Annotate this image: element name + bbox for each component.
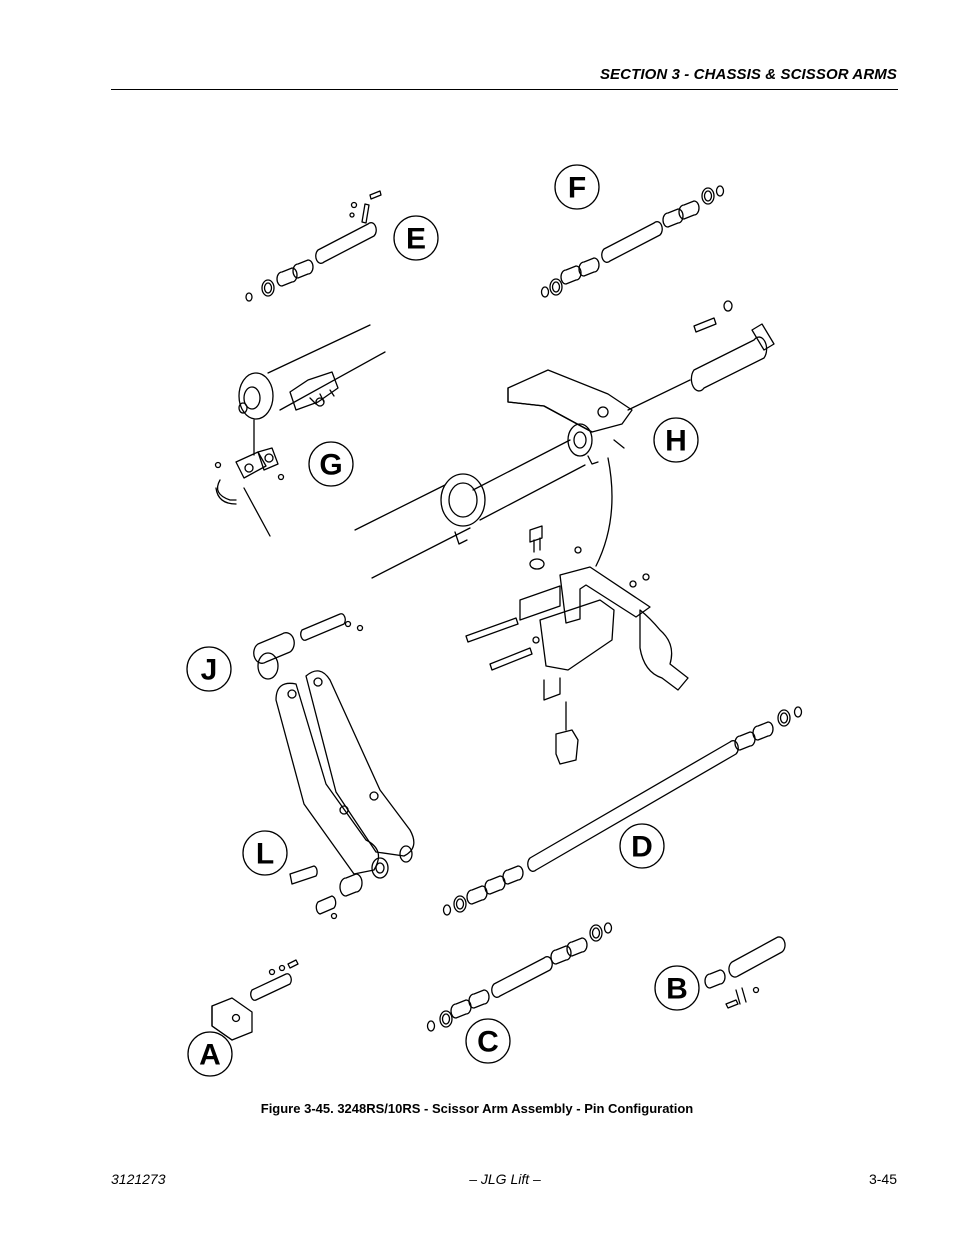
callout-g: G xyxy=(308,441,354,487)
callout-e: E xyxy=(393,215,439,261)
doc-number: 3121273 xyxy=(111,1171,166,1187)
pin-set-j xyxy=(253,613,364,680)
callout-labels: E F G H J L D B C A xyxy=(186,164,700,1077)
pin-set-b xyxy=(704,936,786,1009)
callout-b: B xyxy=(654,965,700,1011)
svg-text:F: F xyxy=(568,172,586,205)
svg-text:C: C xyxy=(477,1026,499,1059)
figure-caption: Figure 3-45. 3248RS/10RS - Scissor Arm A… xyxy=(260,1101,694,1116)
pin-set-e xyxy=(245,190,382,302)
pin-set-f xyxy=(540,185,725,298)
pin-set-c xyxy=(426,922,613,1032)
svg-text:G: G xyxy=(319,449,342,482)
callout-f: F xyxy=(554,164,600,210)
svg-text:L: L xyxy=(256,838,274,871)
page-number: 3-45 xyxy=(868,1171,897,1187)
pin-set-a xyxy=(211,959,299,1041)
svg-text:A: A xyxy=(199,1039,221,1072)
callout-l: L xyxy=(242,830,288,876)
main-tube-h-bracket xyxy=(354,300,775,579)
svg-text:E: E xyxy=(406,223,426,256)
callout-c: C xyxy=(465,1018,511,1064)
callout-h: H xyxy=(653,417,699,463)
header-rule xyxy=(111,89,898,90)
central-bracket-assembly xyxy=(465,525,689,765)
arm-l xyxy=(275,670,415,920)
svg-text:D: D xyxy=(631,831,653,864)
footer-brand: – JLG Lift – xyxy=(469,1171,541,1187)
callout-a: A xyxy=(187,1031,233,1077)
section-title: SECTION 3 - CHASSIS & SCISSOR ARMS xyxy=(599,66,897,83)
upper-tube-assembly xyxy=(214,324,386,537)
callout-j: J xyxy=(186,646,232,692)
pin-set-d xyxy=(442,706,803,916)
svg-text:H: H xyxy=(665,425,687,458)
callout-d: D xyxy=(619,823,665,869)
svg-text:B: B xyxy=(666,973,688,1006)
svg-text:J: J xyxy=(201,654,218,687)
